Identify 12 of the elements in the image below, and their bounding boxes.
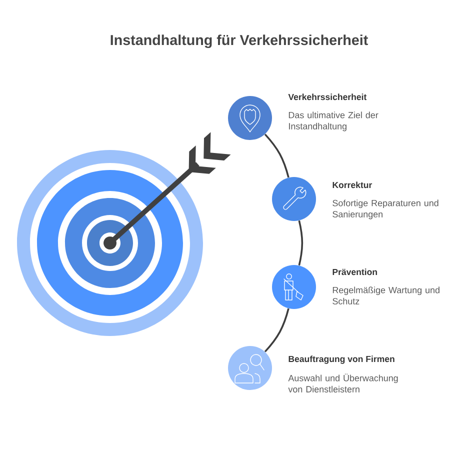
connector-line [264, 308, 290, 352]
step-description: Sofortige Reparaturen und Sanierungen [332, 200, 438, 220]
connector-line [298, 220, 304, 266]
step-heading: Beauftragung von Firmen [288, 356, 394, 364]
title: Instandhaltung für Verkehrssicherheit [110, 34, 368, 48]
connector-line [264, 134, 290, 178]
step-description: Auswahl und Überwachung von Dienstleistern [288, 374, 398, 392]
step-description: Regelmäßige Wartung und Schutz [332, 286, 440, 304]
step-heading: Korrektur [332, 182, 372, 188]
step-description: Das ultimative Ziel der Instandhaltung [288, 112, 378, 132]
step-heading: Prävention [332, 268, 377, 276]
step-heading: Verkehrssicherheit [288, 94, 367, 100]
